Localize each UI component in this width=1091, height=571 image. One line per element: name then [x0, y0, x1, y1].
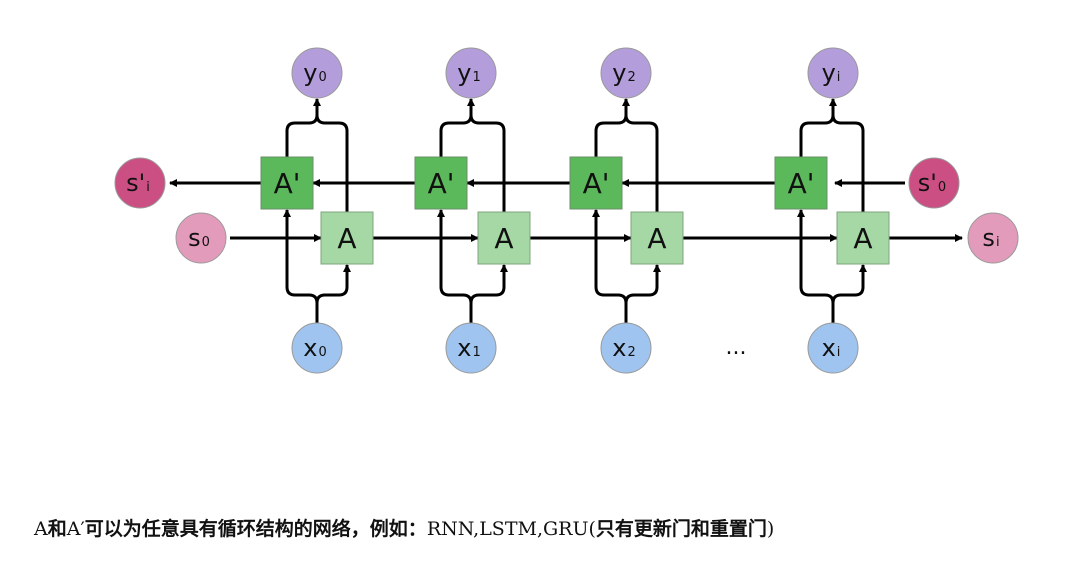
forward-to-output-arrow: [831, 114, 865, 212]
backward-cell-box: A': [774, 156, 828, 210]
caption-description: 可以为任意具有循环结构的网络，例如：: [84, 518, 427, 540]
output-node-y0-label: y0: [303, 59, 326, 87]
backward-cell-box: A': [414, 156, 468, 210]
input-node-x2: x2: [600, 322, 652, 374]
output-node-y0: y0: [291, 47, 343, 99]
input-to-backward-arrow: [592, 209, 628, 323]
output-node-yi: yi: [807, 47, 859, 99]
input-to-backward-arrow: [437, 209, 473, 323]
backward-to-output-arrow: [799, 98, 837, 157]
forward-cell-label: A: [647, 222, 666, 255]
forward-cell-box: A: [320, 211, 374, 265]
column-connectors: [283, 98, 867, 323]
backward-to-output-arrow: [439, 98, 475, 157]
forward-cell-box: A: [630, 211, 684, 265]
input-to-forward-arrow: [315, 264, 351, 304]
forward-cell-label: A: [853, 222, 872, 255]
output-node-y2: y2: [600, 47, 652, 99]
backward-cell-label: A': [274, 167, 301, 200]
backward-state-end-node: s'i: [114, 157, 166, 209]
forward-state-start-node-label: s0: [188, 224, 210, 252]
backward-state-end-node-label: s'i: [126, 169, 150, 197]
forward-state-start-node: s0: [175, 212, 227, 264]
forward-state-end-node-label: si: [982, 224, 999, 252]
forward-to-output-arrow: [315, 114, 349, 212]
backward-state-start-node-label: s'0: [918, 169, 946, 197]
output-node-y1-label: y1: [457, 59, 480, 87]
output-node-yi-label: yi: [822, 59, 841, 87]
cell-boxes: A' A A' A A' A A' A: [260, 156, 890, 265]
input-to-forward-arrow: [831, 264, 867, 304]
backward-cell-box: A': [569, 156, 623, 210]
input-to-backward-arrow: [283, 209, 319, 323]
input-node-xi-label: xi: [822, 334, 841, 362]
ellipsis: ...: [726, 335, 747, 360]
forward-state-end-node: si: [967, 212, 1019, 264]
input-node-x2-label: x2: [612, 334, 635, 362]
backward-to-output-arrow: [285, 98, 321, 157]
input-node-x0-label: x0: [303, 334, 326, 362]
input-node-x0: x0: [291, 322, 343, 374]
forward-cell-label: A: [337, 222, 356, 255]
caption-examples: RNN,LSTM,GRU(: [426, 518, 596, 540]
backward-state-start-node: s'0: [908, 157, 960, 209]
input-to-forward-arrow: [624, 264, 661, 304]
caption-and: 和: [47, 518, 67, 540]
input-node-xi: xi: [807, 322, 859, 374]
forward-to-output-arrow: [624, 114, 659, 212]
backward-to-output-arrow: [594, 98, 630, 157]
forward-cell-box: A: [477, 211, 531, 265]
caption-gru-note: 只有更新门和重置门: [595, 518, 767, 540]
input-node-x1: x1: [445, 322, 497, 374]
forward-cell-label: A: [494, 222, 513, 255]
backward-cell-label: A': [428, 167, 455, 200]
input-to-forward-arrow: [469, 264, 508, 304]
caption-a: A: [34, 518, 48, 540]
caption-a-prime: A′: [66, 518, 85, 540]
output-node-y2-label: y2: [612, 59, 635, 87]
backward-cell-box: A': [260, 156, 314, 210]
input-node-x1-label: x1: [457, 334, 480, 362]
forward-cell-box: A: [836, 211, 890, 265]
backward-cell-label: A': [788, 167, 815, 200]
caption-close-paren: ): [766, 518, 775, 540]
caption: A和A′可以为任意具有循环结构的网络，例如：RNN,LSTM,GRU(只有更新门…: [34, 514, 1074, 541]
backward-cell-label: A': [583, 167, 610, 200]
forward-to-output-arrow: [469, 114, 506, 212]
output-node-y1: y1: [445, 47, 497, 99]
input-to-backward-arrow: [797, 209, 835, 323]
circle-nodes: y0 y1 y2 yi x0 x1 x2 xi s0 si s'0 s'i: [114, 47, 1019, 374]
